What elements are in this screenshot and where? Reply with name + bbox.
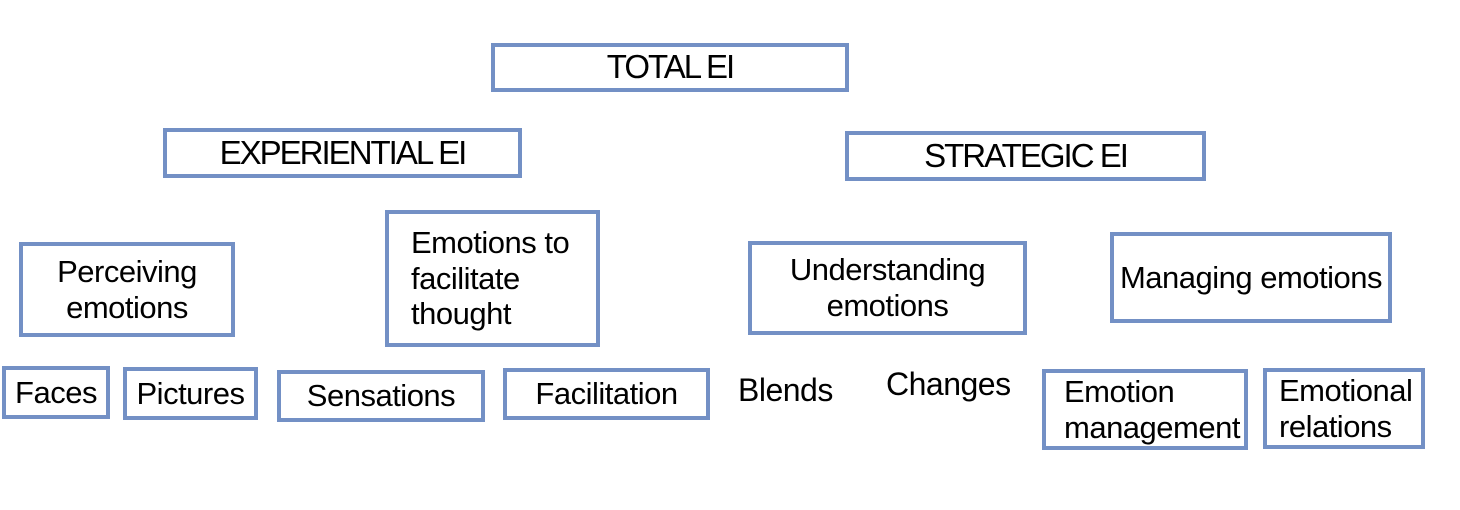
node-blends-label: Blends bbox=[738, 372, 833, 408]
node-emotion-management-label: Emotion management bbox=[1064, 373, 1240, 445]
node-emotions-to-facilitate-thought: Emotions to facilitate thought bbox=[385, 210, 600, 347]
node-faces-label: Faces bbox=[15, 374, 97, 410]
node-emotional-relations: Emotional relations bbox=[1263, 368, 1425, 449]
node-facilitation: Facilitation bbox=[503, 368, 710, 420]
node-emotional-relations-label: Emotional relations bbox=[1279, 372, 1413, 444]
node-changes: Changes bbox=[886, 366, 1011, 402]
node-changes-label: Changes bbox=[886, 366, 1011, 402]
node-sensations: Sensations bbox=[277, 370, 485, 422]
node-perceiving-emotions-label: Perceiving emotions bbox=[57, 253, 197, 325]
node-pictures: Pictures bbox=[123, 367, 258, 420]
node-sensations-label: Sensations bbox=[306, 378, 456, 414]
node-perceiving-emotions: Perceiving emotions bbox=[19, 242, 235, 337]
node-understanding-emotions: Understanding emotions bbox=[748, 241, 1027, 335]
node-total-ei: TOTAL EI bbox=[491, 43, 849, 92]
node-emotion-management: Emotion management bbox=[1042, 369, 1248, 450]
node-faces: Faces bbox=[2, 366, 110, 419]
node-facilitation-label: Facilitation bbox=[535, 376, 678, 412]
node-total-ei-label: TOTAL EI bbox=[606, 48, 735, 86]
node-understanding-emotions-label: Understanding emotions bbox=[789, 252, 986, 323]
node-strategic-ei-label: STRATEGIC EI bbox=[924, 136, 1129, 174]
node-experiential-ei-label: EXPERIENTIAL EI bbox=[219, 133, 468, 171]
node-experiential-ei: EXPERIENTIAL EI bbox=[163, 128, 522, 178]
node-blends: Blends bbox=[738, 372, 833, 408]
node-managing-emotions-label: Managing emotions bbox=[1119, 259, 1383, 295]
node-strategic-ei: STRATEGIC EI bbox=[845, 131, 1206, 181]
node-managing-emotions: Managing emotions bbox=[1110, 232, 1392, 323]
node-emotions-to-facilitate-thought-label: Emotions to facilitate thought bbox=[411, 224, 570, 332]
node-pictures-label: Pictures bbox=[136, 375, 245, 411]
